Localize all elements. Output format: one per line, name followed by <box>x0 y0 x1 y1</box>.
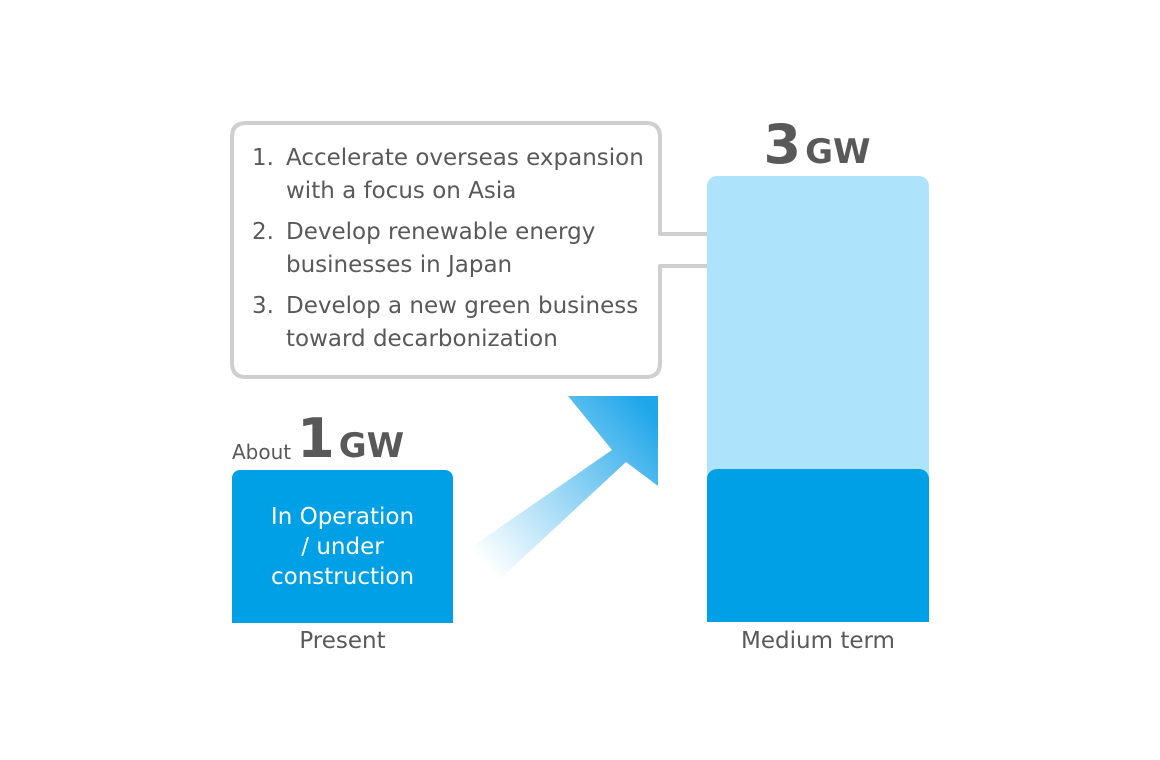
strategy-number: 3. <box>252 293 274 319</box>
strategy-text: Develop a new green business toward deca… <box>286 293 639 352</box>
strategy-number: 1. <box>252 145 274 171</box>
strategy-list: 1. Accelerate overseas expansion with a … <box>252 142 652 364</box>
strategy-item: 3. Develop a new green business toward d… <box>252 290 652 356</box>
strategy-text: Develop renewable energy businesses in J… <box>286 219 596 278</box>
strategy-text: Accelerate overseas expansion with a foc… <box>286 145 644 204</box>
present-value: 1 <box>297 407 335 470</box>
strategy-item: 1. Accelerate overseas expansion with a … <box>252 142 652 208</box>
strategy-item: 2. Develop renewable energy businesses i… <box>252 216 652 282</box>
medium-value: 3 <box>763 113 802 176</box>
growth-arrow-icon <box>470 396 658 592</box>
present-bar: In Operation / under construction <box>232 470 453 623</box>
present-capacity-label: About 1 GW <box>232 407 462 470</box>
present-bar-text: In Operation / under construction <box>270 503 415 590</box>
medium-axis-label: Medium term <box>741 628 895 654</box>
medium-capacity-label: 3 GW <box>706 112 928 176</box>
medium-bar-current <box>707 469 929 622</box>
medium-unit: GW <box>805 132 871 172</box>
present-axis-label: Present <box>299 628 386 654</box>
present-prefix: About <box>232 440 292 464</box>
strategy-number: 2. <box>252 219 274 245</box>
present-unit: GW <box>338 426 405 466</box>
